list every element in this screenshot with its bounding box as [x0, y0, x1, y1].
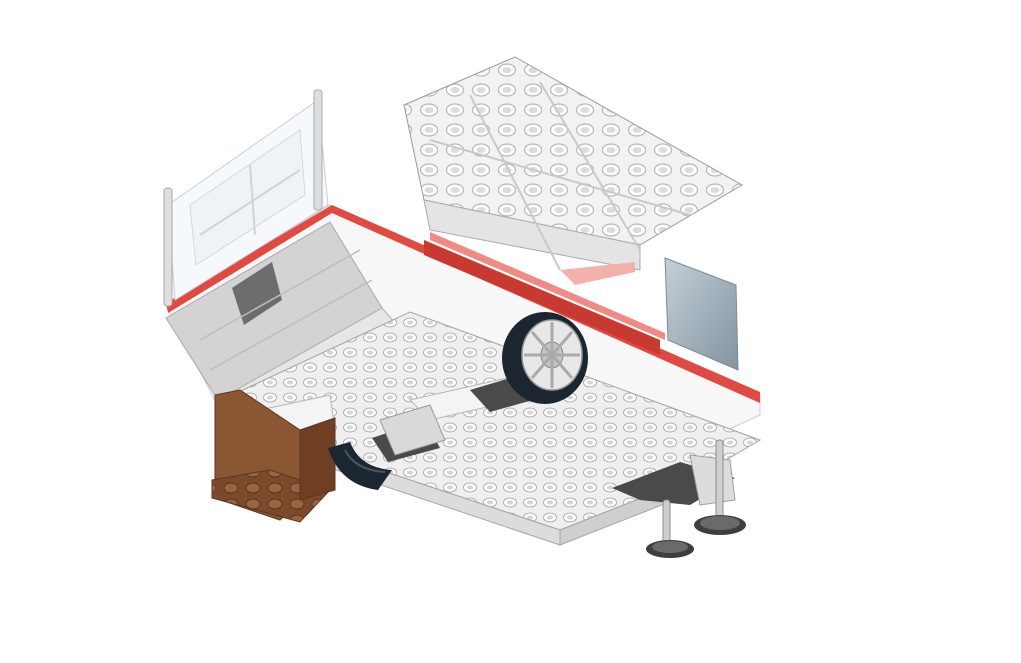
rear-stabilizers	[612, 439, 746, 558]
roof-stud-plate	[403, 56, 744, 271]
front-window-frame	[163, 89, 329, 307]
wheel-main	[502, 312, 588, 404]
brown-brick	[211, 389, 336, 523]
wheel-partial	[328, 442, 392, 490]
side-window	[664, 257, 739, 371]
